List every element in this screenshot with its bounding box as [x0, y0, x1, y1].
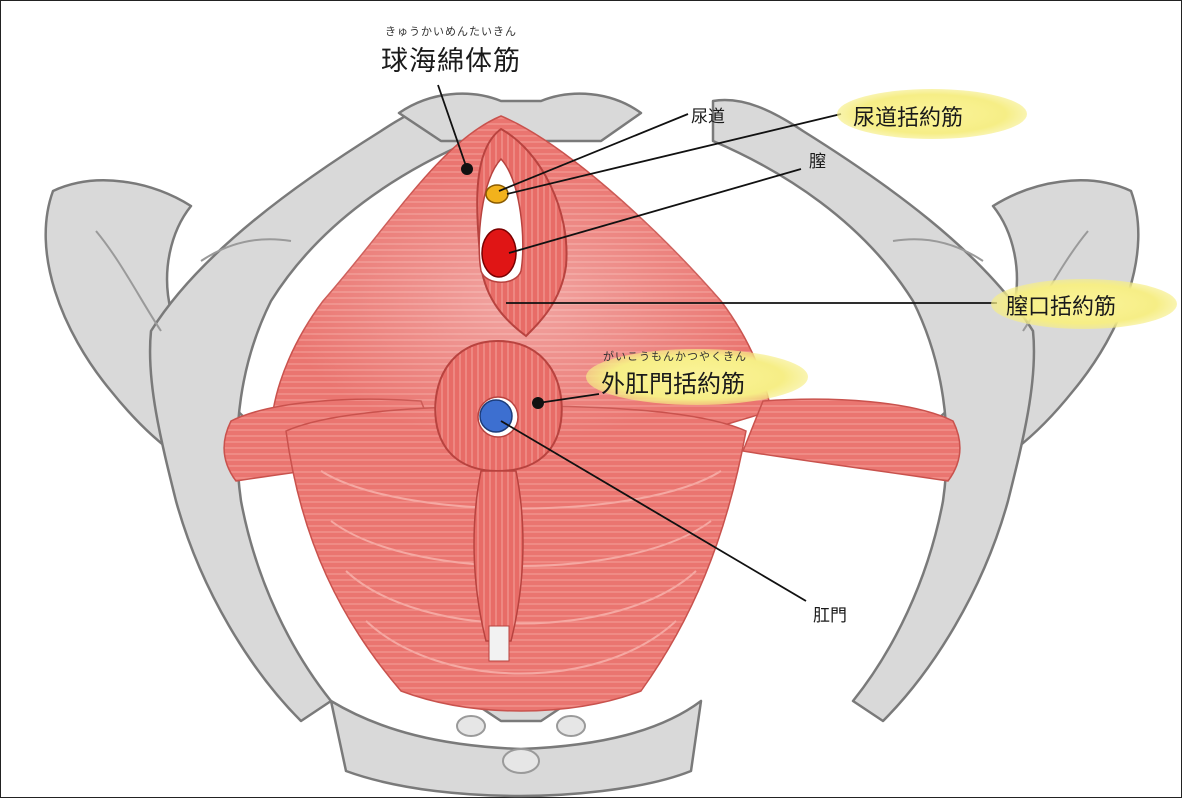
- urethra-opening: [485, 184, 509, 204]
- vagina-opening: [481, 228, 517, 278]
- bulbospongiosus-ruby: きゅうかいめんたいきん: [385, 25, 517, 38]
- right-transverse-perineal: [741, 398, 961, 482]
- urethral-sphincter-label: 尿道括約筋: [853, 106, 964, 131]
- pubic-symphysis: [397, 92, 643, 143]
- urethra-label: 尿道: [691, 107, 725, 127]
- bone-details: [95, 230, 1089, 774]
- bulbospongiosus-label: 球海綿体筋: [381, 46, 521, 77]
- anococcygeal-body: [473, 470, 524, 642]
- highlight-urethral-sphincter: [837, 89, 1027, 139]
- vaginal-sphincter-label: 膣口括約筋: [1006, 295, 1117, 320]
- right-ischium: [711, 98, 1036, 723]
- anus-opening: [479, 399, 513, 433]
- highlight-vaginal-sphincter: [991, 279, 1177, 329]
- anus-label: 肛門: [813, 606, 847, 626]
- leader-dots: [461, 163, 544, 409]
- sacrum: [329, 699, 703, 798]
- leader-lines: [437, 84, 997, 602]
- external-anal-sphincter-ruby: がいこうもんかつやくきん: [603, 350, 747, 363]
- external-anal-sphincter-label: 外肛門括約筋: [601, 370, 745, 398]
- highlight-external-anal-sphincter: [586, 349, 808, 405]
- left-ischium: [148, 98, 473, 723]
- vagina-label: 膣: [809, 152, 826, 172]
